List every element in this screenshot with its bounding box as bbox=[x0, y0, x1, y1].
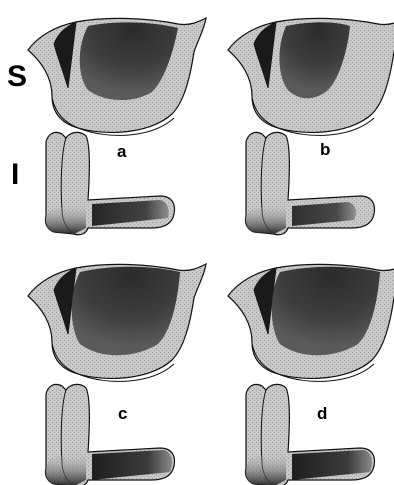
panel-label-b: b bbox=[320, 141, 330, 158]
panel-c-superior bbox=[28, 264, 206, 381]
panel-label-c: c bbox=[118, 405, 127, 422]
panel-b-superior bbox=[228, 18, 394, 135]
panel-b-inferior bbox=[245, 132, 374, 234]
panel-c-inferior bbox=[45, 384, 174, 485]
panel-d-superior bbox=[228, 264, 394, 381]
row-label-superior: S bbox=[7, 62, 27, 92]
panel-a-superior bbox=[28, 18, 206, 135]
panel-d-inferior bbox=[245, 384, 374, 485]
row-label-inferior: I bbox=[11, 160, 19, 190]
panel-label-d: d bbox=[317, 405, 327, 422]
panel-label-a: a bbox=[117, 143, 126, 160]
panel-a-inferior bbox=[45, 132, 174, 234]
